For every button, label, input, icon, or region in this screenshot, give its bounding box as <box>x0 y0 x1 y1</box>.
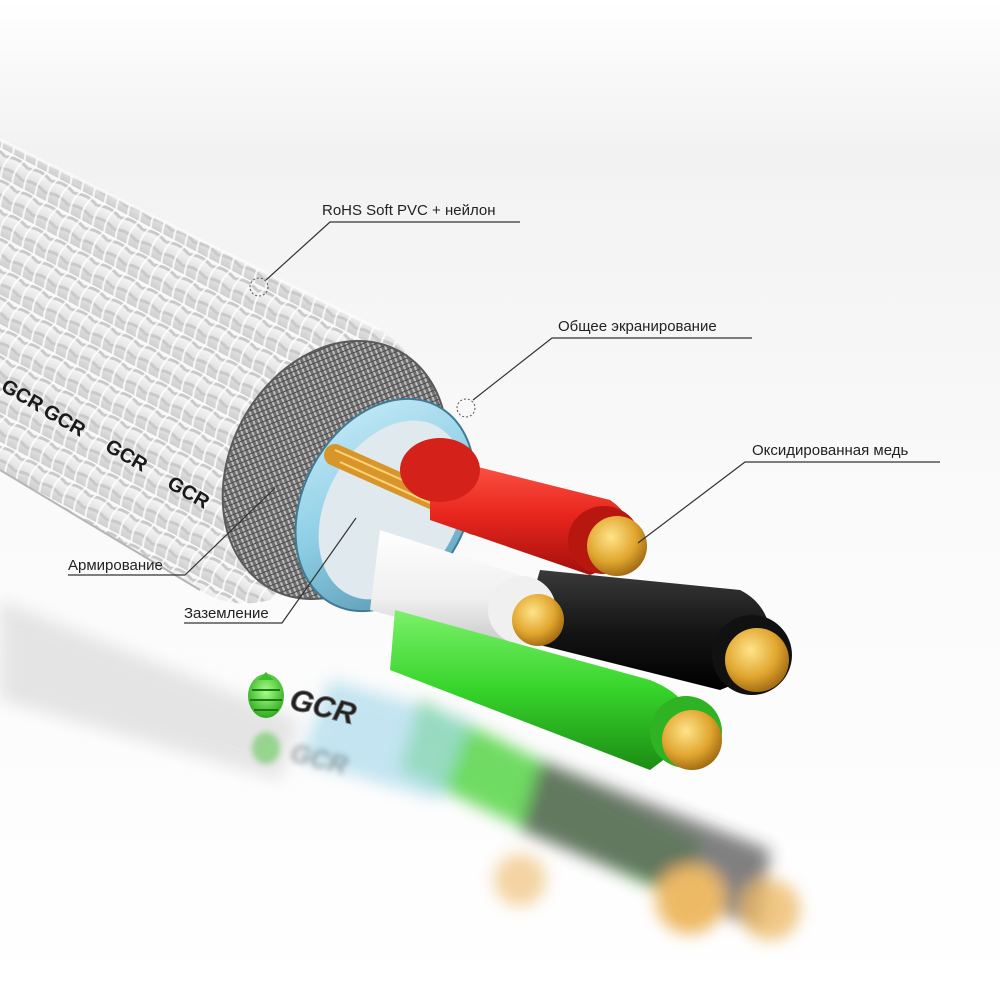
callout-label-ground: Заземление <box>184 605 269 622</box>
callout-label-jacket: RoHS Soft PVC + нейлон <box>322 202 496 219</box>
callout-ground: Заземление <box>184 517 357 624</box>
callout-shield: Общее экранирование <box>456 318 752 418</box>
callout-copper: Оксидированная медь <box>637 442 940 544</box>
callout-label-copper: Оксидированная медь <box>752 442 909 459</box>
gcr-logo: GCR GCR <box>248 672 360 780</box>
pine-cone-icon <box>248 674 284 718</box>
green-wire <box>390 610 722 770</box>
cable-reflection <box>0 600 800 940</box>
callout-jacket: RoHS Soft PVC + нейлон <box>249 202 520 297</box>
black-wire <box>520 570 792 695</box>
callout-label-shield: Общее экранирование <box>558 318 717 335</box>
callout-braid: Армирование <box>68 487 276 576</box>
callout-label-braid: Армирование <box>68 557 163 574</box>
red-wire <box>400 438 647 576</box>
